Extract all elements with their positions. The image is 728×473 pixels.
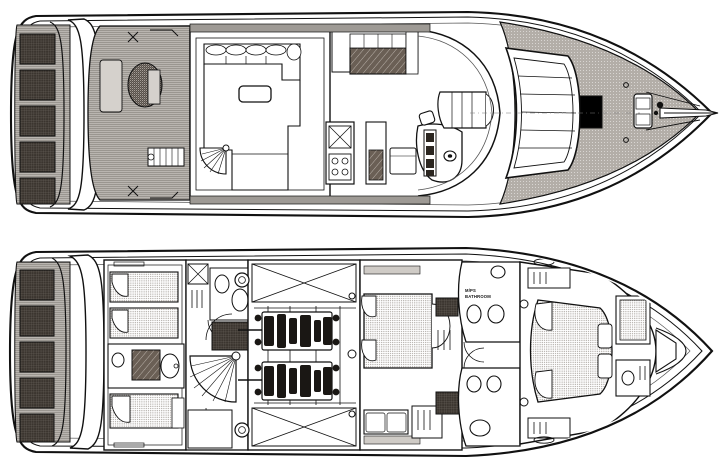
stern-lockers[interactable]: [19, 33, 56, 205]
master-bathroom-label-line1: M/PS: [465, 288, 476, 293]
guest-bathroom: [457, 347, 521, 447]
toilet: [111, 352, 125, 368]
master-bathroom: M/PS BATHROOM: [457, 261, 521, 363]
chain-locker: [655, 328, 677, 374]
day-head: [207, 267, 249, 341]
dinette-area: [331, 29, 419, 75]
lobby: [185, 259, 249, 451]
stem-detail: [655, 327, 687, 375]
transom-gunwale: [67, 254, 105, 450]
main-deck-plan: [0, 0, 728, 235]
crew-shower: [131, 349, 161, 381]
shower-tray: [469, 419, 491, 437]
shower-tray: [490, 265, 506, 279]
engine-hatch-aft[interactable]: [251, 263, 357, 303]
lower-deck-plan: M/PS BATHROOM: [0, 238, 728, 473]
steering-wheel[interactable]: [443, 150, 457, 162]
master-cabin: [359, 259, 463, 451]
washbasin: [160, 353, 180, 379]
vip-head: [615, 295, 651, 397]
dinette-settee: [349, 33, 407, 75]
toilet: [466, 304, 482, 324]
anchor-locker-hatch[interactable]: [579, 95, 603, 129]
master-wardrobe: [411, 405, 443, 439]
vip-bed: [529, 299, 613, 403]
crew-berth-upper: [109, 271, 179, 303]
master-sofa: [363, 409, 409, 435]
helm-pedestal: [418, 110, 436, 126]
windlass: [623, 82, 664, 143]
engine-room: [234, 259, 361, 451]
cockpit: [87, 25, 191, 201]
helm-seat: [437, 91, 494, 129]
engine-hatch-fwd[interactable]: [251, 407, 357, 447]
washbasin: [486, 375, 502, 393]
stern-lockers[interactable]: [19, 269, 55, 443]
crew-locker: [187, 263, 209, 308]
galley-counter: [389, 147, 417, 175]
transom-bench: [147, 147, 185, 167]
engine-room-hatch-ports: [234, 272, 357, 438]
saloon-side-cabinet: [147, 69, 161, 105]
cockpit-cleats: [127, 29, 179, 199]
crew-berth-middle: [109, 307, 179, 339]
engine-starboard: [238, 361, 340, 401]
engine-port: [238, 311, 340, 351]
helm-console: [423, 129, 437, 177]
crew-cabin: [103, 259, 187, 451]
stairs-to-lower-deck[interactable]: [199, 144, 230, 175]
vip-wardrobe: [527, 267, 571, 439]
refrigerator: [365, 121, 387, 185]
lobby-locker: [211, 321, 249, 351]
toilet: [466, 375, 482, 393]
bow-pulpit: [470, 91, 719, 131]
vip-cabin: [519, 258, 677, 445]
master-dresser: [435, 297, 461, 415]
cooktop: [328, 153, 352, 181]
crew-hull-vents: [113, 261, 145, 448]
coffee-table: [238, 85, 272, 103]
spiral-staircase[interactable]: [189, 313, 241, 435]
sink: [328, 125, 352, 149]
crew-head: [107, 343, 185, 389]
galley: [325, 121, 417, 185]
cockpit-seat: [99, 59, 123, 113]
superstructure-forward-edge: [189, 23, 501, 205]
crew-berth-lower: [109, 393, 185, 429]
master-bathroom-label-line2: BATHROOM: [465, 294, 491, 299]
washbasin: [487, 304, 505, 324]
saloon-sofa: [203, 43, 302, 81]
helm-station[interactable]: [415, 110, 463, 183]
saloon: [147, 29, 331, 199]
